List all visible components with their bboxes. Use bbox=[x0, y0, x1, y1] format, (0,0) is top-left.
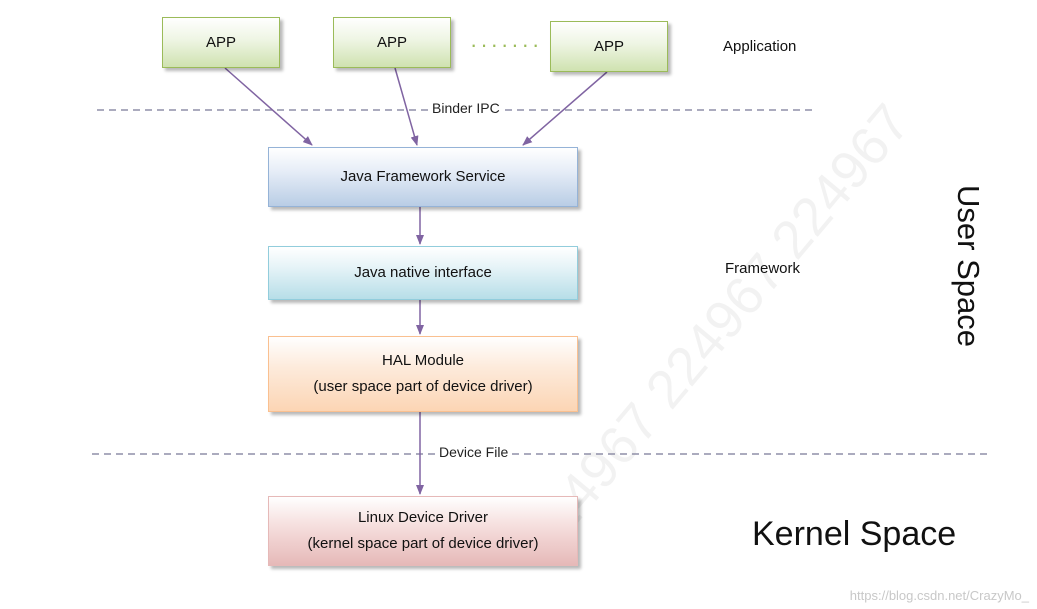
app-box-label: APP bbox=[205, 33, 236, 51]
arrow-app1-to-framework bbox=[224, 67, 313, 146]
app-box-label: APP bbox=[376, 33, 407, 51]
layer-label-framework: Framework bbox=[725, 260, 801, 277]
arrow-app3-to-framework bbox=[522, 71, 608, 146]
java-framework-service-label: Java Framework Service bbox=[340, 168, 506, 185]
app-box-3: APP bbox=[550, 21, 668, 72]
linux-device-driver-title: Linux Device Driver bbox=[357, 509, 489, 526]
linux-device-driver-subtitle: (kernel space part of device driver) bbox=[307, 535, 539, 552]
linux-device-driver-box: Linux Device Driver (kernel space part o… bbox=[268, 496, 578, 566]
hal-module-box: HAL Module (user space part of device dr… bbox=[268, 336, 578, 412]
app-box-label: APP bbox=[593, 37, 624, 55]
kernel-space-label: Kernel Space bbox=[752, 515, 957, 553]
java-native-interface-label: Java native interface bbox=[354, 264, 492, 281]
app-ellipsis: ······· bbox=[470, 32, 543, 57]
hal-module-subtitle: (user space part of device driver) bbox=[313, 378, 533, 395]
source-watermark: https://blog.csdn.net/CrazyMo_ bbox=[849, 588, 1029, 603]
java-framework-service-box: Java Framework Service bbox=[268, 147, 578, 207]
device-file-label: Device File bbox=[437, 444, 511, 460]
app-box-1: APP bbox=[162, 17, 280, 68]
arrow-app2-to-framework bbox=[394, 67, 419, 146]
app-box-2: APP bbox=[333, 17, 451, 68]
java-native-interface-box: Java native interface bbox=[268, 246, 578, 300]
hal-module-title: HAL Module bbox=[382, 352, 464, 369]
layer-label-application: Application bbox=[723, 38, 797, 55]
user-space-label: User Space bbox=[951, 185, 986, 347]
binder-ipc-label: Binder IPC bbox=[430, 100, 502, 116]
